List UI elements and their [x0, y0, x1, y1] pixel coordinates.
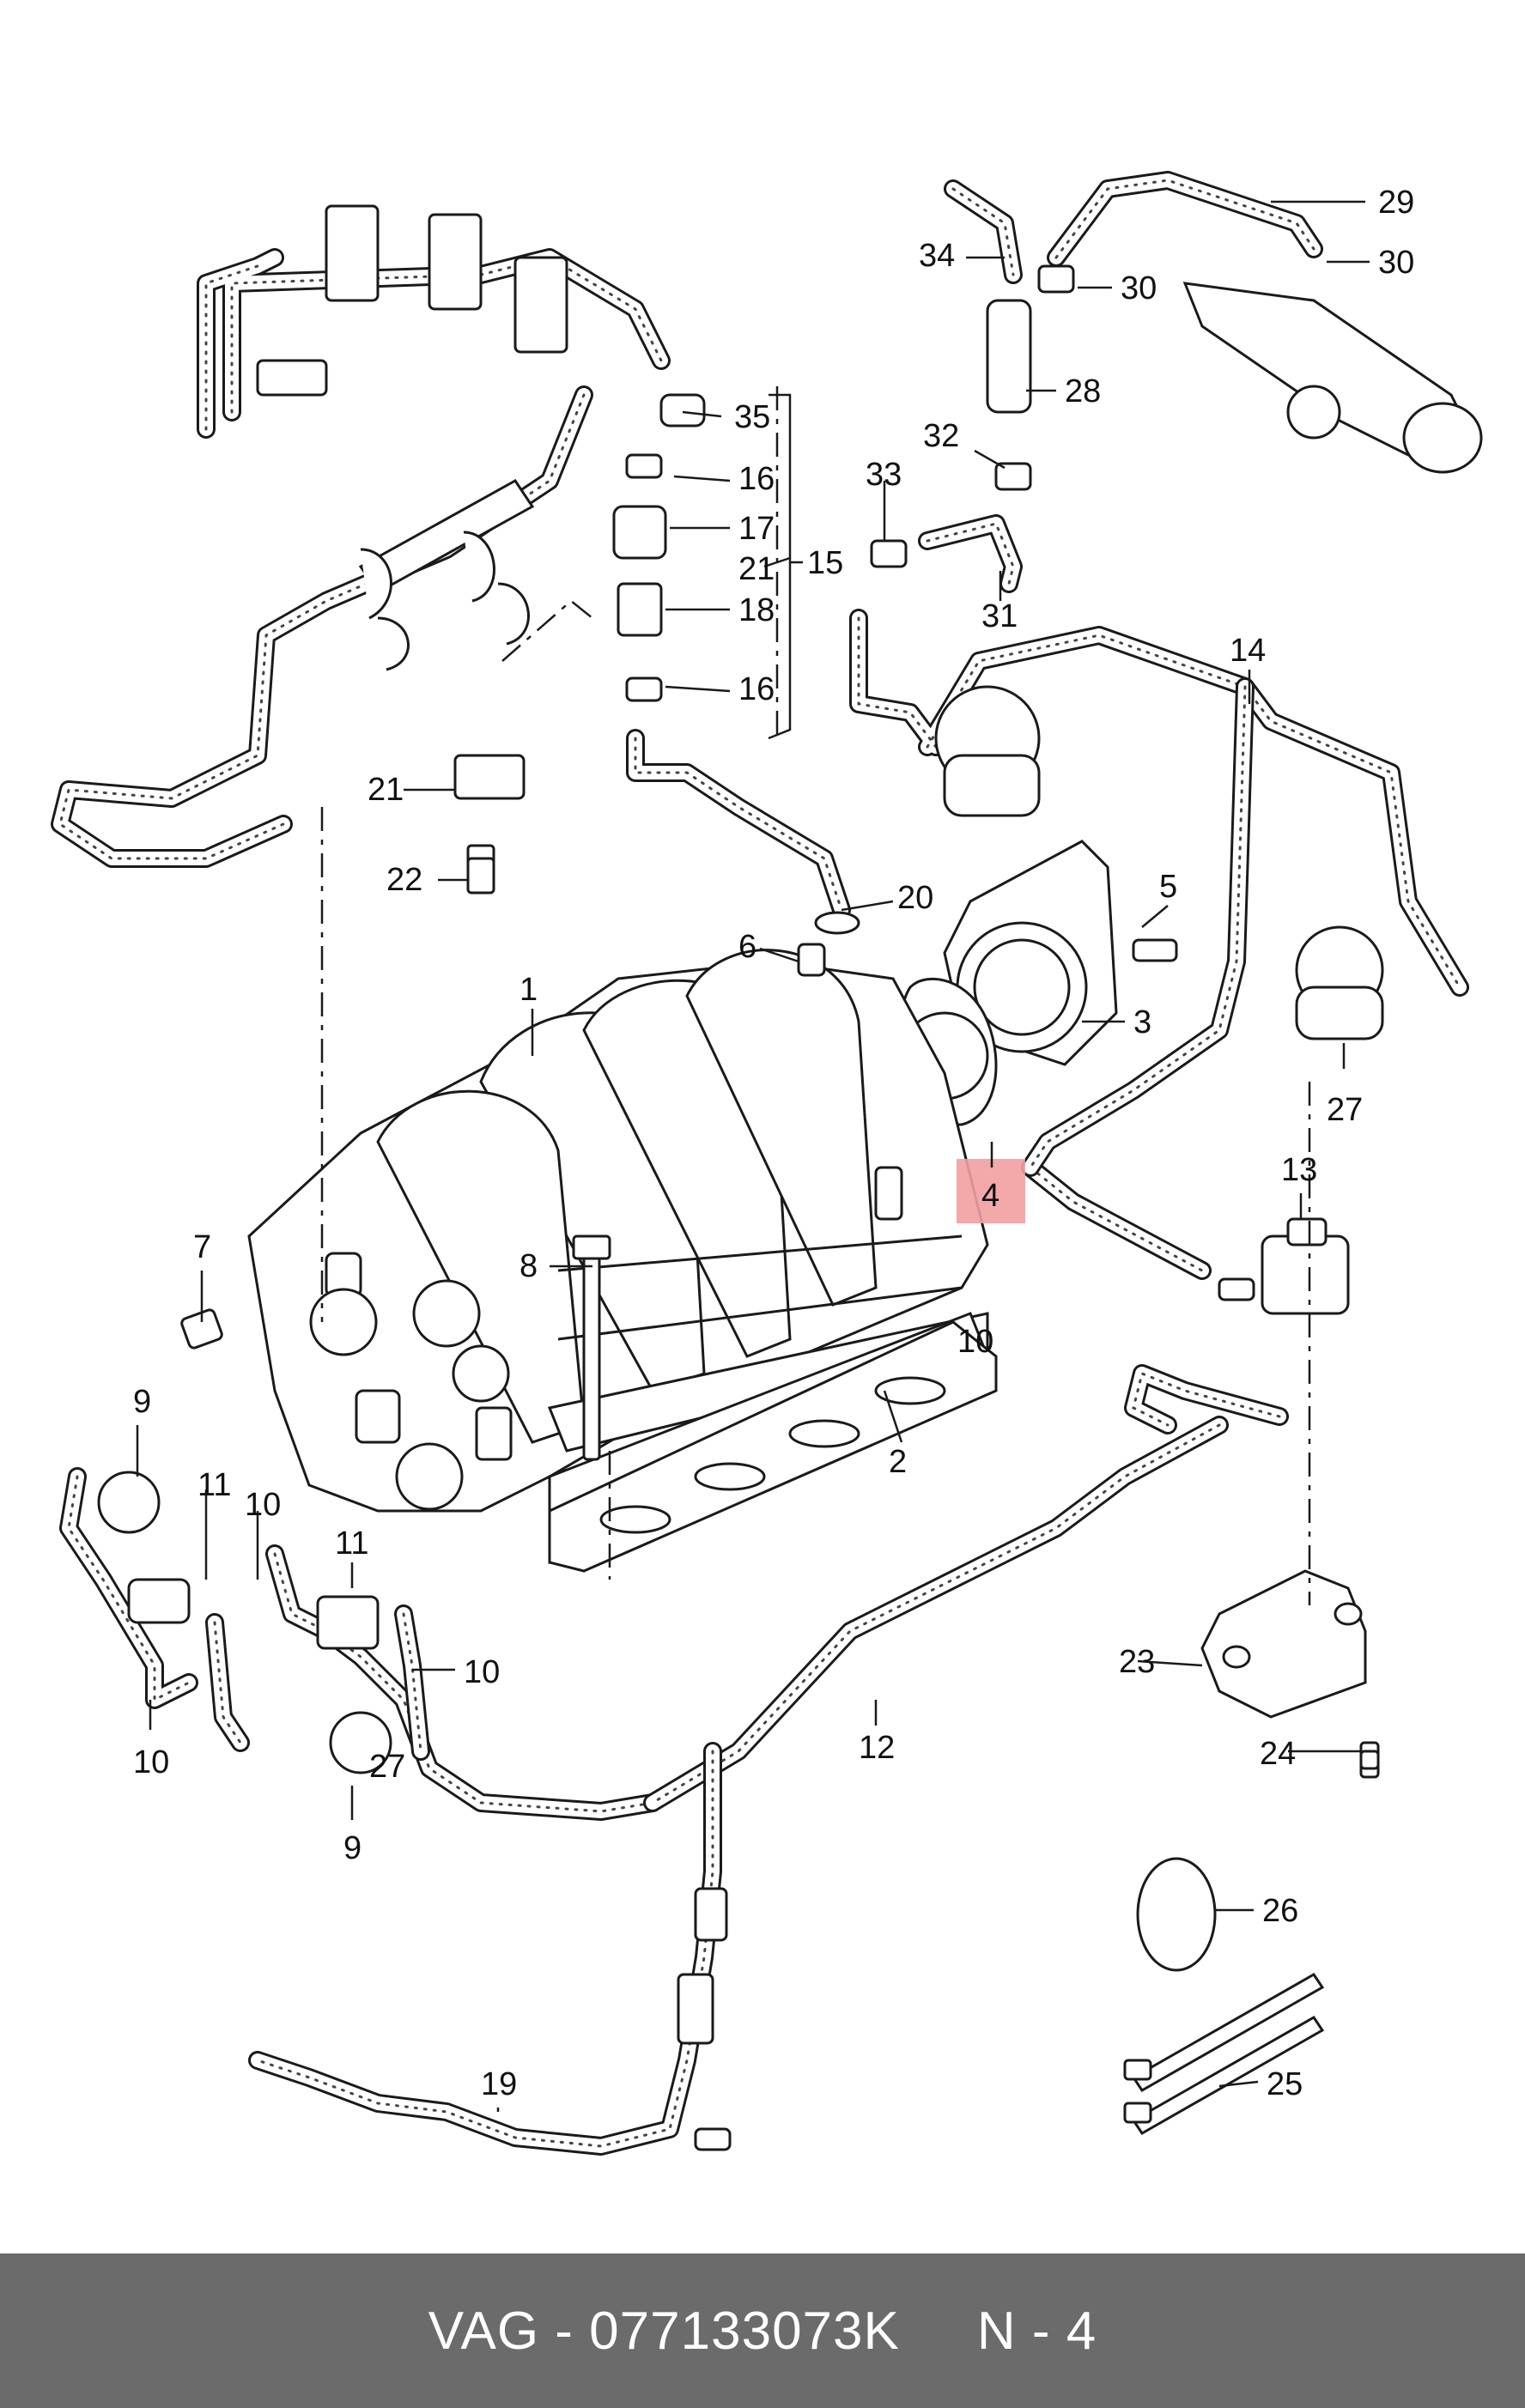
callout-label: 29: [1378, 185, 1414, 221]
callout-label: 9: [133, 1384, 151, 1420]
callout-label: 27: [369, 1749, 405, 1785]
callout-label: 15: [807, 545, 843, 581]
highlight-box: [957, 1159, 1025, 1223]
callout-label: 4: [981, 1178, 999, 1214]
part-label: VAG - 077133073K: [428, 2301, 900, 2361]
callout-label: 13: [1281, 1152, 1317, 1188]
callout-label: 11: [197, 1467, 231, 1503]
exploded-parts-diagram: 29 30 30 34 28 32 33 31 35 16 17 21 18 1…: [51, 171, 1483, 2156]
throttle-body: [897, 677, 1255, 1280]
leader-lines: [136, 200, 1370, 2112]
callout-label: 10: [957, 1324, 993, 1360]
callout-label: 18: [738, 592, 775, 628]
callout-label: 9: [343, 1830, 362, 1866]
callout-label: 34: [919, 238, 955, 274]
callout-label: 10: [245, 1487, 281, 1523]
callout-label: 19: [481, 2066, 517, 2102]
callout-labels: 29 30 30 34 28 32 33 31 35 16 17 21 18 1…: [133, 185, 1414, 2102]
callout-label: 10: [464, 1654, 500, 1690]
callout-label: 3: [1133, 1004, 1151, 1040]
callout-label: 1: [519, 972, 538, 1008]
callout-label: 2: [889, 1444, 907, 1480]
callout-label: 20: [897, 880, 933, 916]
small-parts: [180, 857, 1380, 1779]
callout-label: 16: [738, 671, 775, 707]
callout-label: 10: [133, 1744, 169, 1780]
callout-label: 26: [1262, 1893, 1298, 1929]
lower-harness: [59, 1217, 1367, 1821]
callout-label: 7: [193, 1229, 211, 1265]
callout-label: 21: [368, 772, 404, 808]
callout-label: 21: [738, 551, 775, 587]
callout-label: 25: [1267, 2066, 1303, 2102]
upper-right-components: [849, 171, 1483, 1040]
callout-label: 8: [519, 1248, 538, 1284]
callout-label: 30: [1121, 270, 1157, 306]
vacuum-line-harness: [51, 204, 671, 868]
part-number-footer: VAG - 077133073K N - 4: [0, 2253, 1525, 2408]
callout-label: 11: [335, 1525, 368, 1562]
manifold-gasket: [548, 1320, 998, 1573]
callout-label: 28: [1065, 373, 1101, 409]
callout-label: 17: [738, 511, 775, 547]
callout-label: 27: [1327, 1092, 1363, 1128]
callout-label: 31: [981, 598, 1018, 634]
callout-label: 14: [1230, 633, 1266, 669]
callout-label: 6: [738, 929, 756, 965]
position-label: N - 4: [976, 2301, 1097, 2361]
breather-hose: [248, 1742, 732, 2156]
callout-label: 24: [1260, 1736, 1296, 1772]
callout-label: 12: [859, 1730, 895, 1766]
callout-label: 33: [866, 457, 902, 493]
callout-label: 32: [923, 418, 959, 454]
cable-ties: [1123, 1857, 1325, 2135]
callout-label: 23: [1119, 1644, 1155, 1680]
callout-label: 35: [734, 399, 770, 435]
callout-label: 30: [1378, 245, 1414, 281]
intake-manifold: [247, 949, 989, 1564]
callout-label: 16: [738, 461, 775, 497]
callout-label: 5: [1159, 869, 1177, 905]
callout-label: 22: [386, 862, 422, 898]
